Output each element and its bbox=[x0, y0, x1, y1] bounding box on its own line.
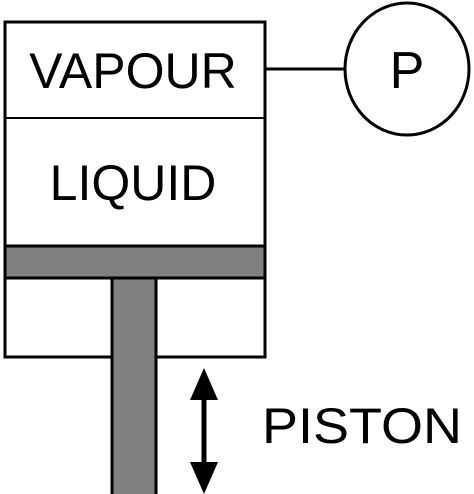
pressure-gauge bbox=[343, 1, 471, 137]
piston-head bbox=[3, 244, 267, 280]
vapour-label: VAPOUR bbox=[29, 43, 236, 99]
pressure-gauge-label: P bbox=[390, 42, 425, 100]
motion-arrow bbox=[190, 368, 218, 494]
arrow-down-head bbox=[190, 462, 218, 494]
arrow-up-head bbox=[190, 368, 218, 400]
piston-rod bbox=[110, 276, 158, 494]
liquid-label: LIQUID bbox=[50, 155, 217, 211]
piston-label: PISTON bbox=[262, 398, 462, 454]
